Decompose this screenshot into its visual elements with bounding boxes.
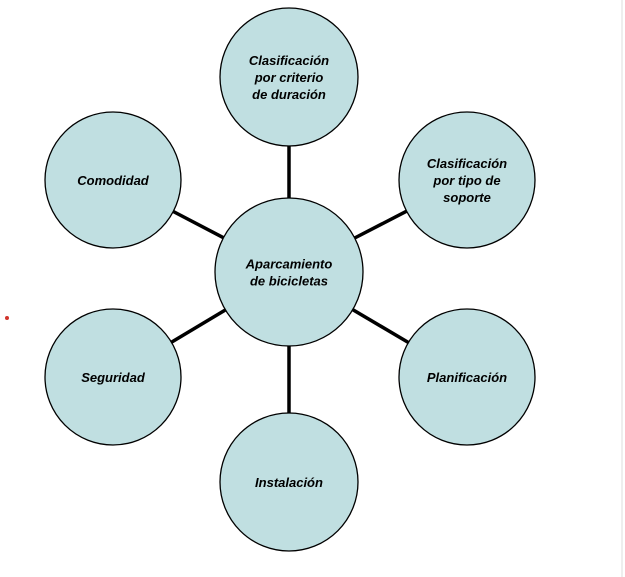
node-duracion-label-line: de duración [252, 87, 326, 102]
node-planificacion-label-line: Planificación [427, 370, 507, 385]
node-comodidad-label-line: Comodidad [77, 173, 150, 188]
connector-planificacion [351, 308, 410, 345]
connector-seguridad [170, 308, 227, 344]
node-instalacion: Instalación [219, 412, 359, 552]
node-center-label-line: de bicicletas [250, 274, 328, 289]
node-duracion: Clasificación por criterio de duración [219, 7, 359, 147]
node-comodidad: Comodidad [44, 111, 182, 249]
node-duracion-circle [219, 7, 359, 147]
node-seguridad: Seguridad [44, 308, 182, 446]
node-planificacion-circle [398, 308, 536, 446]
node-duracion-label-line: Clasificación [249, 53, 329, 68]
node-comodidad-circle [44, 111, 182, 249]
node-instalacion-circle [219, 412, 359, 552]
connectors [170, 146, 410, 413]
node-soporte: Clasificación por tipo de soporte [398, 111, 536, 249]
node-seguridad-label-line: Seguridad [81, 370, 146, 385]
connector-soporte [353, 209, 408, 240]
node-soporte-label-line: soporte [443, 190, 491, 205]
node-center-label-line: Aparcamiento [245, 257, 333, 272]
node-center-circle [214, 197, 364, 347]
node-center: Aparcamiento de bicicletas [214, 197, 364, 347]
connector-comodidad [172, 209, 225, 240]
node-instalacion-label-line: Instalación [255, 475, 323, 490]
node-duracion-label-line: por criterio [254, 70, 324, 85]
node-soporte-label-line: por tipo de [432, 173, 500, 188]
bullet-dot [5, 316, 9, 320]
node-seguridad-circle [44, 308, 182, 446]
node-soporte-label-line: Clasificación [427, 156, 507, 171]
node-planificacion: Planificación [398, 308, 536, 446]
node-soporte-circle [398, 111, 536, 249]
nodes: Aparcamiento de bicicletas Clasificación po… [44, 7, 536, 552]
